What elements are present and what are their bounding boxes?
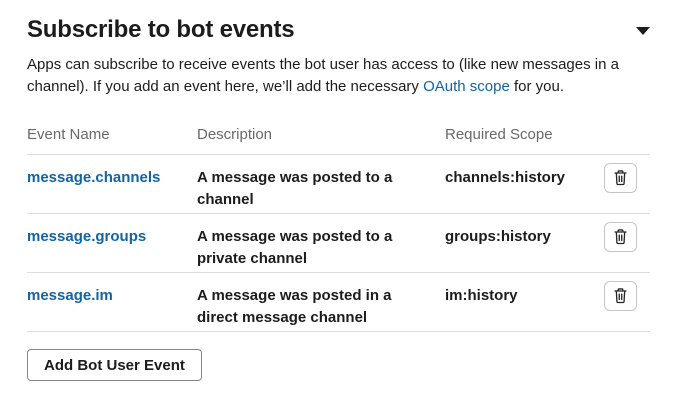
row-actions-cell [604, 214, 650, 272]
event-name-link[interactable]: message.groups [27, 228, 147, 245]
add-bot-user-event-button[interactable]: Add Bot User Event [27, 349, 202, 381]
event-name-cell: message.groups [27, 214, 197, 272]
row-actions-cell [604, 273, 650, 331]
required-scope-value: groups:history [445, 228, 551, 245]
column-header-required-scope: Required Scope [445, 126, 553, 143]
section-description: Apps can subscribe to receive events the… [27, 54, 650, 98]
oauth-scope-link[interactable]: OAuth scope [423, 78, 510, 95]
trash-icon [614, 170, 627, 186]
event-name-cell: message.im [27, 273, 197, 331]
description-text-after: for you. [509, 78, 565, 95]
event-name-link[interactable]: message.channels [27, 169, 161, 186]
event-description-cell: A message was posted to a channel [197, 155, 445, 213]
event-description-text: A message was posted to a channel [197, 169, 393, 208]
column-header-description: Description [197, 126, 273, 143]
required-scope-value: im:history [445, 287, 518, 304]
column-header-actions [604, 124, 650, 154]
delete-event-button[interactable] [604, 281, 637, 311]
section-header: Subscribe to bot events [27, 16, 650, 44]
table-header-row: Event Name Description Required Scope [27, 124, 650, 154]
event-name-link[interactable]: message.im [27, 287, 113, 304]
event-description-cell: A message was posted in a direct message… [197, 273, 445, 331]
event-description-cell: A message was posted to a private channe… [197, 214, 445, 272]
row-actions-cell [604, 155, 650, 213]
event-description-text: A message was posted to a private channe… [197, 228, 393, 267]
delete-event-button[interactable] [604, 222, 637, 252]
trash-icon [614, 229, 627, 245]
description-text-before: Apps can subscribe to receive events the… [27, 56, 619, 95]
chevron-down-icon[interactable] [636, 27, 650, 35]
required-scope-value: channels:history [445, 169, 566, 186]
table-row: message.im A message was posted in a dir… [27, 272, 650, 332]
table-row: message.channels A message was posted to… [27, 154, 650, 213]
delete-event-button[interactable] [604, 163, 637, 193]
table-row: message.groups A message was posted to a… [27, 213, 650, 272]
page-title: Subscribe to bot events [27, 16, 295, 43]
column-header-event-name: Event Name [27, 126, 110, 143]
event-description-text: A message was posted in a direct message… [197, 287, 392, 326]
event-name-cell: message.channels [27, 155, 197, 213]
trash-icon [614, 288, 627, 304]
bot-events-table: Event Name Description Required Scope me… [27, 124, 650, 332]
